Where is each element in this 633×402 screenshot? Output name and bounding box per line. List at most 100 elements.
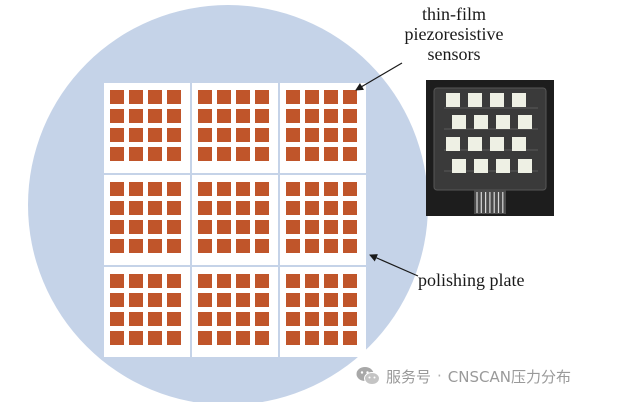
photo-sensor-pad [490, 137, 504, 151]
sensor-pad [236, 312, 250, 326]
sensor-pad [255, 220, 269, 234]
sensor-pad [198, 239, 212, 253]
sensor-module [280, 175, 366, 265]
sensor-pad [286, 220, 300, 234]
sensor-pad [167, 274, 181, 288]
photo-sensor-pad [446, 93, 460, 107]
sensor-pad [217, 182, 231, 196]
sensor-pad [236, 220, 250, 234]
photo-sensor-pad [446, 137, 460, 151]
sensor-pad [305, 220, 319, 234]
sensor-pad [110, 90, 124, 104]
sensor-pad [305, 331, 319, 345]
sensor-pad [255, 239, 269, 253]
sensor-pad [148, 201, 162, 215]
sensor-pad [305, 312, 319, 326]
sensor-pad [198, 128, 212, 142]
sensor-module [104, 175, 190, 265]
sensor-pad [110, 182, 124, 196]
sensor-pad [148, 274, 162, 288]
wechat-icon [356, 367, 380, 385]
sensor-pad [110, 220, 124, 234]
sensor-module [192, 83, 278, 173]
sensor-pad [217, 201, 231, 215]
sensor-pad [324, 293, 338, 307]
sensor-pad [148, 147, 162, 161]
sensor-pad [286, 331, 300, 345]
sensor-pad [167, 90, 181, 104]
sensor-pad [198, 312, 212, 326]
sensor-pad [198, 220, 212, 234]
sensor-pad [255, 312, 269, 326]
sensor-pad [255, 274, 269, 288]
sensor-pad [217, 90, 231, 104]
sensor-pad [110, 128, 124, 142]
watermark-account: CNSCAN压力分布 [447, 367, 571, 386]
sensor-pad [110, 293, 124, 307]
sensor-pad [236, 182, 250, 196]
sensor-pad [255, 147, 269, 161]
photo-sensor-pad [496, 159, 510, 173]
photo-sensor-pad [474, 159, 488, 173]
sensor-pad [286, 293, 300, 307]
sensor-pad [110, 109, 124, 123]
polishing-plate-label: polishing plate [418, 270, 525, 290]
sensor-pad [129, 128, 143, 142]
sensor-pad [236, 128, 250, 142]
sensor-pad [110, 147, 124, 161]
sensor-pad [343, 90, 357, 104]
sensor-pad [255, 90, 269, 104]
sensor-pad [148, 312, 162, 326]
sensor-pad [286, 312, 300, 326]
sensor-pad [305, 147, 319, 161]
sensor-pad [305, 239, 319, 253]
sensor-pad [217, 293, 231, 307]
sensor-pad [236, 90, 250, 104]
sensor-pad [148, 128, 162, 142]
sensor-pad [198, 331, 212, 345]
sensor-pad [129, 274, 143, 288]
sensor-pad [324, 90, 338, 104]
photo-sensor-pad [490, 93, 504, 107]
sensor-pad [167, 128, 181, 142]
sensor-pad [198, 109, 212, 123]
sensor-pad [236, 109, 250, 123]
sensor-pad [110, 312, 124, 326]
sensor-pad [286, 239, 300, 253]
sensor-pad [110, 331, 124, 345]
sensor-pad [217, 109, 231, 123]
sensor-pad [129, 331, 143, 345]
photo-sensor-pad [512, 137, 526, 151]
sensor-pad [129, 312, 143, 326]
sensor-pad [324, 274, 338, 288]
sensor-pad [167, 239, 181, 253]
sensor-pad [286, 274, 300, 288]
sensor-pad [255, 182, 269, 196]
sensor-pad [148, 331, 162, 345]
sensor-pad [255, 293, 269, 307]
sensor-pad [324, 331, 338, 345]
sensors-callout-arrow [355, 62, 403, 91]
sensor-pad [167, 331, 181, 345]
sensor-module [192, 267, 278, 357]
sensor-pad [255, 109, 269, 123]
sensors-label-line1: thin-film [422, 4, 486, 24]
sensor-pad [343, 220, 357, 234]
sensor-pad [236, 239, 250, 253]
sensor-pad [217, 220, 231, 234]
sensor-pad [129, 182, 143, 196]
sensor-pad [343, 182, 357, 196]
sensor-pad [305, 182, 319, 196]
sensor-pad [198, 182, 212, 196]
sensors-label-line3: sensors [427, 44, 481, 64]
photo-sensor-pad [452, 115, 466, 129]
sensor-pad [286, 147, 300, 161]
photo-sensor-pad [468, 137, 482, 151]
sensor-module [280, 83, 366, 173]
sensor-module [104, 83, 190, 173]
photo-sensor-pad [474, 115, 488, 129]
sensor-pad [148, 182, 162, 196]
sensor-pad [167, 293, 181, 307]
sensor-pad [198, 201, 212, 215]
